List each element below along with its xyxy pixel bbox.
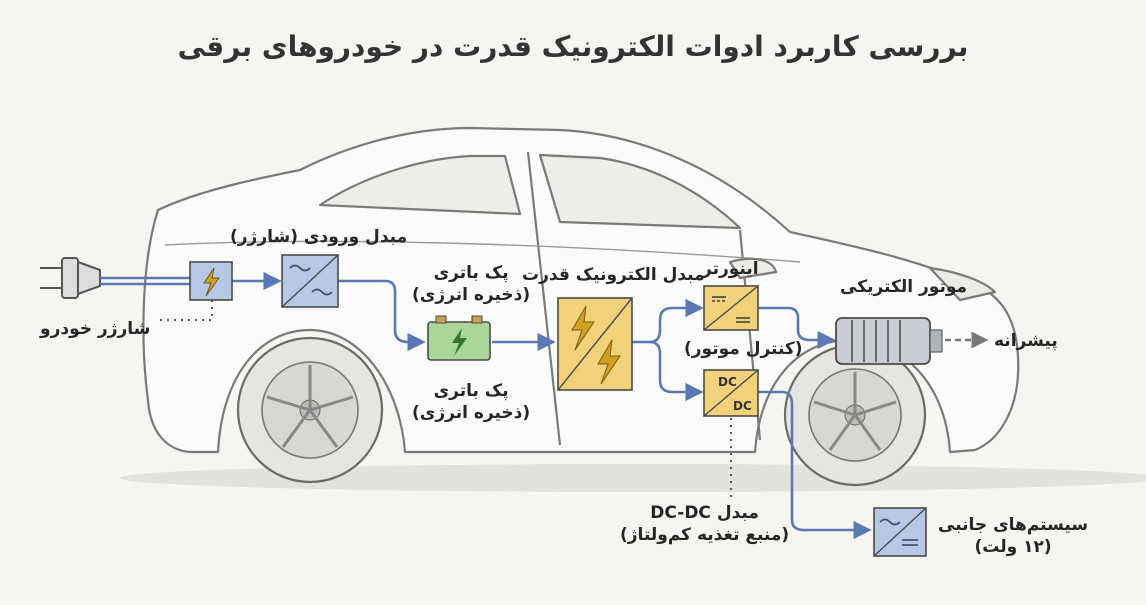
dcdc-line1: مبدل DC-DC <box>650 503 759 523</box>
car-outline <box>142 126 1020 454</box>
inverter-sub-label: (کنترل موتور) <box>684 339 803 359</box>
rear-wheel <box>236 336 384 484</box>
aux-line1: سیستم‌های جانبی <box>938 515 1089 535</box>
aux-line2: (۱۲ ولت) <box>974 537 1052 557</box>
inverter-label: اینورتر <box>702 259 759 279</box>
battery-top-line1: پک باتری <box>433 263 509 283</box>
power-converter-box <box>557 297 633 391</box>
aux-systems-label: سیستم‌های جانبی (۱۲ ولت) <box>938 514 1088 558</box>
aux-systems-box <box>873 507 927 557</box>
dcdc-label: مبدل DC-DC (منبع تغذیه کم‌ولتاژ) <box>620 502 789 546</box>
battery-label-top: پک باتری (ذخیره انرژی) <box>412 262 530 306</box>
dcdc-box-bottom: DC <box>733 399 752 413</box>
power-converter-label: مبدل الکترونیک قدرت <box>522 265 705 285</box>
battery-label-bottom: پک باتری (ذخیره انرژی) <box>412 380 530 424</box>
input-converter-label: مبدل ورودی (شارژر) <box>230 227 408 247</box>
inverter-box <box>703 285 759 331</box>
battery-bottom-line2: (ذخیره انرژی) <box>412 403 531 423</box>
battery-icon <box>427 315 491 361</box>
battery-bottom-line1: پک باتری <box>433 381 509 401</box>
input-converter-box <box>281 254 339 308</box>
wires <box>100 271 872 540</box>
leader-lines <box>160 300 732 500</box>
dcdc-line2: (منبع تغذیه کم‌ولتاژ) <box>620 525 790 545</box>
plug-icon <box>40 257 101 299</box>
charging-port <box>189 261 233 301</box>
front-wheel <box>783 343 927 487</box>
dcdc-box: DC DC <box>703 369 759 417</box>
page-title: بررسی کاربرد ادوات الکترونیک قدرت در خود… <box>177 30 969 63</box>
charger-label: شارژر خودرو <box>40 319 151 339</box>
battery-top-line2: (ذخیره انرژی) <box>412 285 531 305</box>
dcdc-box-top: DC <box>718 375 737 389</box>
propulsion-label: پیشرانه <box>994 331 1058 351</box>
motor-icon <box>835 317 943 365</box>
motor-label: موتور الکتریکی <box>840 277 968 297</box>
